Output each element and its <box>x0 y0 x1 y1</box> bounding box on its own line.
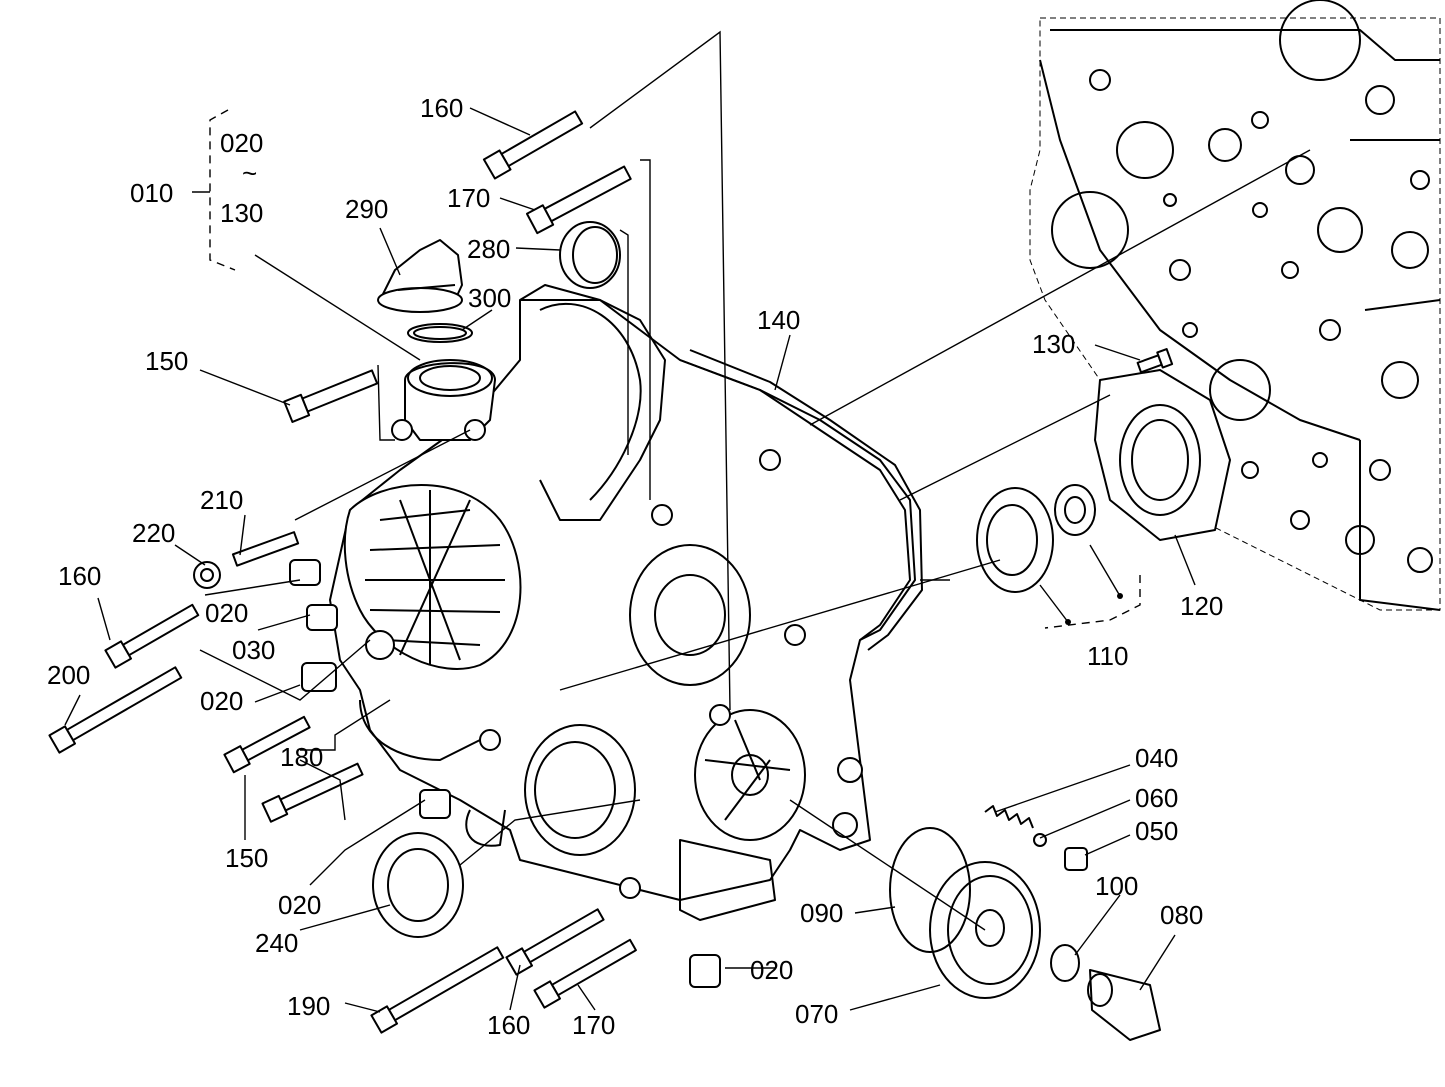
label-170-top: 170 <box>447 183 491 213</box>
part-090-o-ring <box>889 827 971 953</box>
label-160-bottom: 160 <box>487 1010 531 1040</box>
label-300: 300 <box>468 283 512 313</box>
label-130-range-end: 130 <box>220 198 264 228</box>
label-020-c: 020 <box>278 890 322 920</box>
part-110-oil-pump <box>976 484 1096 593</box>
part-080-plug <box>1087 969 1161 1041</box>
engine-block <box>1029 0 1441 611</box>
label-050: 050 <box>1135 816 1179 846</box>
leader-lines <box>64 30 1311 1013</box>
label-240: 240 <box>255 928 299 958</box>
label-020-a: 020 <box>205 598 249 628</box>
label-150-top: 150 <box>145 346 189 376</box>
label-150-bottom: 150 <box>225 843 269 873</box>
label-040: 040 <box>1135 743 1179 773</box>
gear-case-cover <box>329 284 923 921</box>
label-020-d: 020 <box>750 955 794 985</box>
part-120-pump-cover <box>1094 369 1231 541</box>
label-210: 210 <box>200 485 244 515</box>
label-range-symbol: ~ <box>242 158 258 188</box>
part-240-oil-seal <box>372 832 464 938</box>
label-120: 120 <box>1180 591 1224 621</box>
label-010: 010 <box>130 178 174 208</box>
label-190: 190 <box>287 991 331 1021</box>
label-080: 080 <box>1160 900 1204 930</box>
label-160-top: 160 <box>420 93 464 123</box>
label-130: 130 <box>1032 329 1076 359</box>
label-110: 110 <box>1087 641 1129 671</box>
part-050-plug <box>1064 847 1088 871</box>
part-220-nut <box>193 561 221 589</box>
part-100-o-ring <box>1050 944 1080 982</box>
label-020-b: 020 <box>200 686 244 716</box>
label-180: 180 <box>280 742 324 772</box>
label-070: 070 <box>795 999 839 1029</box>
label-290: 290 <box>345 194 389 224</box>
part-280-plug <box>559 221 621 289</box>
label-090: 090 <box>800 898 844 928</box>
bolts <box>48 110 1174 1034</box>
label-170-bottom: 170 <box>572 1010 616 1040</box>
label-280: 280 <box>467 234 511 264</box>
label-020-range-start: 020 <box>220 128 264 158</box>
label-220: 220 <box>132 518 176 548</box>
label-200: 200 <box>47 660 91 690</box>
label-140: 140 <box>757 305 801 335</box>
part-040-spring <box>984 805 1034 829</box>
part-290-oil-filler-cap <box>377 239 463 313</box>
part-300-o-ring <box>407 323 473 343</box>
plugs <box>289 559 721 988</box>
label-160-left: 160 <box>58 561 102 591</box>
label-060: 060 <box>1135 783 1179 813</box>
label-030: 030 <box>232 635 276 665</box>
label-100: 100 <box>1095 871 1139 901</box>
